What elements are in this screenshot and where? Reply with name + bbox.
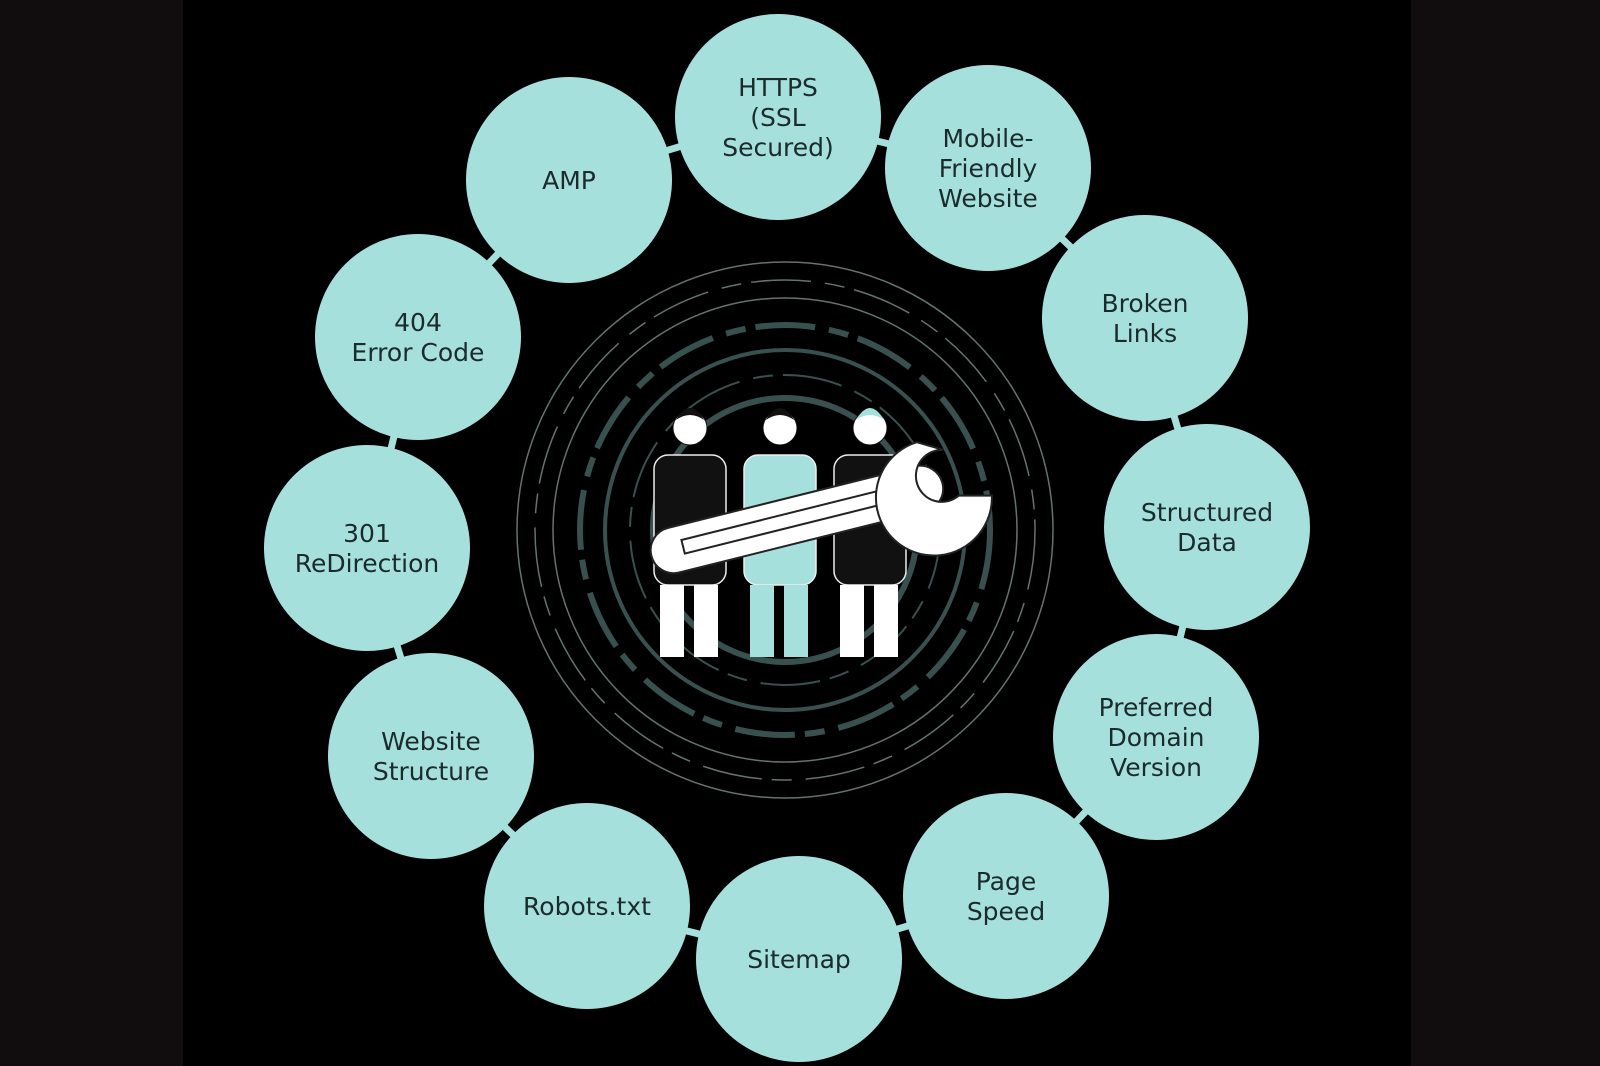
decorative-ring <box>534 279 1036 781</box>
person-hair <box>766 408 794 420</box>
topic-node-circle <box>696 856 902 1062</box>
topic-node-label: Structure <box>373 757 489 786</box>
person-head <box>852 410 888 446</box>
topic-node-circle <box>328 653 534 859</box>
topic-node-label: HTTPS <box>738 73 818 102</box>
person-leg <box>750 585 774 657</box>
topic-node-label: 301 <box>343 519 391 548</box>
person-leg <box>840 585 864 657</box>
person-hair <box>856 408 884 420</box>
topic-node-label: 404 <box>394 308 442 337</box>
person-leg <box>874 585 898 657</box>
topic-node-circle <box>315 234 521 440</box>
topic-node-label: Website <box>381 727 481 756</box>
topic-nodes: HTTPS(SSLSecured)Mobile-FriendlyWebsiteB… <box>264 14 1310 1062</box>
wrench-head <box>874 441 993 557</box>
topic-node-label: Links <box>1113 319 1177 348</box>
topic-node-circle <box>1053 634 1259 840</box>
decorative-ring <box>516 261 1054 799</box>
person-head <box>672 410 708 446</box>
topic-node-circle <box>903 793 1109 999</box>
topic-node-label: Version <box>1110 753 1202 782</box>
topic-node-label: Page <box>976 867 1037 896</box>
topic-node: Robots.txt <box>484 803 690 1009</box>
topic-node-label: Friendly <box>939 154 1038 183</box>
person-leg <box>694 585 718 657</box>
topic-node: Sitemap <box>696 856 902 1062</box>
person-head <box>762 410 798 446</box>
topic-node-label: Structured <box>1141 498 1273 527</box>
topic-node-label: Domain <box>1107 723 1204 752</box>
topic-node-label: Robots.txt <box>523 892 651 921</box>
topic-node-label: Website <box>938 184 1038 213</box>
wrench-icon <box>649 441 993 575</box>
person-leg <box>660 585 684 657</box>
topic-node-label: AMP <box>542 166 596 195</box>
topic-node-label: Data <box>1177 528 1237 557</box>
center-illustration <box>516 261 1054 799</box>
topic-node-circle <box>1042 215 1248 421</box>
topic-node-label: ReDirection <box>295 549 440 578</box>
topic-node-label: Preferred <box>1099 693 1214 722</box>
topic-node-circle <box>675 14 881 220</box>
topic-node: AMP <box>466 77 672 283</box>
topic-node-label: Error Code <box>352 338 485 367</box>
decorative-ring <box>552 297 1018 763</box>
topic-node-label: Mobile- <box>942 124 1033 153</box>
topic-node-label: Sitemap <box>747 945 851 974</box>
topic-node-label: Secured) <box>722 133 834 162</box>
decorative-ring <box>577 322 993 738</box>
person-leg <box>784 585 808 657</box>
topic-node-label: Broken <box>1102 289 1189 318</box>
topic-node-label: Speed <box>967 897 1045 926</box>
topic-node-circle <box>1104 424 1310 630</box>
topic-node-circle <box>264 445 470 651</box>
person-hair <box>676 408 704 420</box>
topic-node-circle <box>885 65 1091 271</box>
topic-node-label: (SSL <box>750 103 805 132</box>
topic-node-circle <box>466 77 672 283</box>
technical-seo-diagram: HTTPS(SSLSecured)Mobile-FriendlyWebsiteB… <box>264 14 1310 1062</box>
topic-node-circle <box>484 803 690 1009</box>
